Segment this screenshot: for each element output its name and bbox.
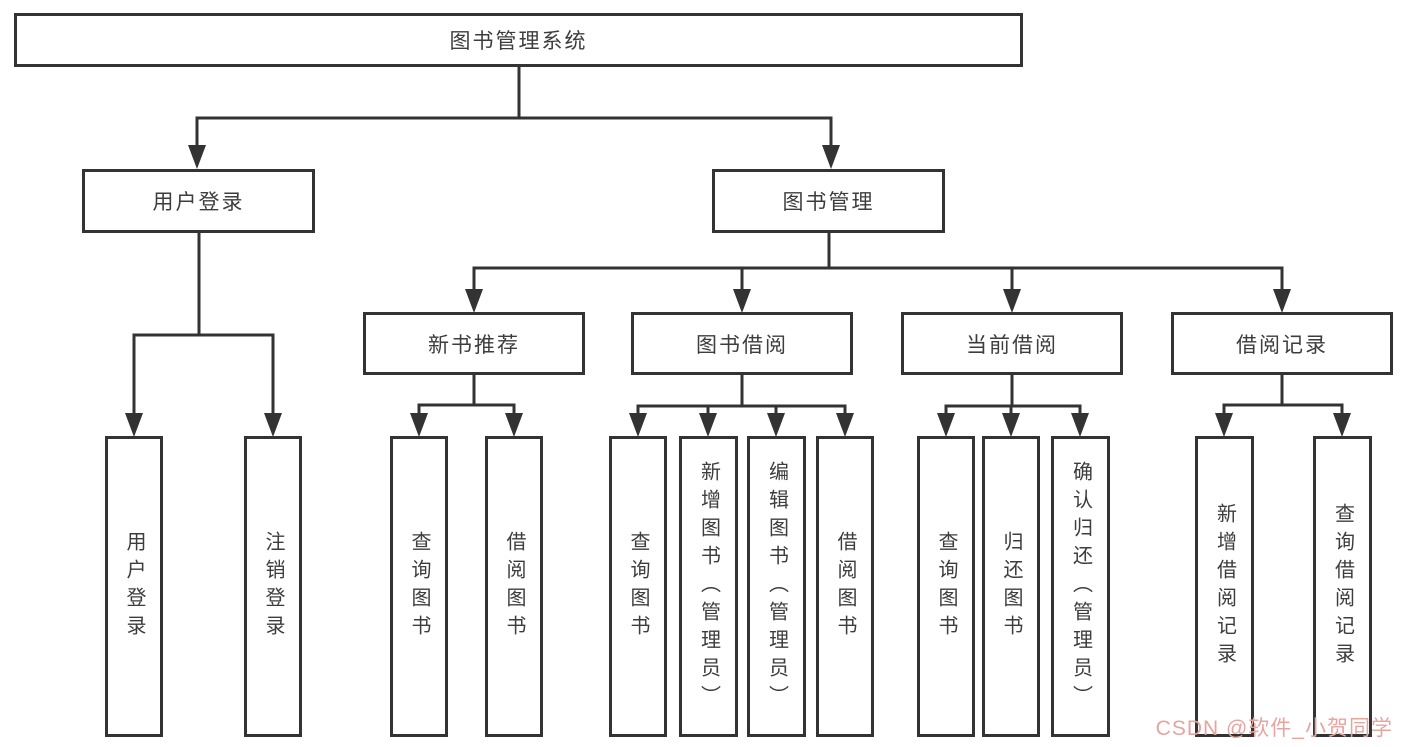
leaf-user-login: 用户登录 — [105, 436, 163, 737]
node-root-label: 图书管理系统 — [449, 30, 588, 53]
arrowhead-down-icon — [465, 289, 483, 313]
arrowhead-down-icon — [1273, 289, 1291, 313]
arrowhead-down-icon — [937, 413, 955, 437]
connector-current-borrow — [937, 375, 1089, 437]
arrowhead-down-icon — [1333, 413, 1351, 437]
leaf-query-borrow-record: 查询借阅记录 — [1313, 436, 1372, 737]
leaf-return-books: 归还图书 — [982, 436, 1040, 737]
node-current-borrowing-label: 当前借阅 — [966, 333, 1058, 357]
leaf-borrow-books-recommend: 借阅图书 — [485, 436, 543, 737]
leaf-add-book-admin: 新增图书（管理员） — [679, 436, 738, 737]
node-book-management-label: 图书管理 — [782, 191, 875, 214]
arrowhead-down-icon — [1071, 413, 1089, 437]
node-new-book-recommendation: 新书推荐 — [363, 312, 585, 375]
watermark: CSDN @软件_小贺同学 — [1155, 717, 1393, 740]
node-borrowing-records: 借阅记录 — [1171, 312, 1393, 375]
node-root: 图书管理系统 — [14, 13, 1023, 67]
arrowhead-down-icon — [125, 413, 143, 437]
connector-user-login — [125, 233, 282, 437]
node-new-book-recommendation-label: 新书推荐 — [428, 333, 520, 357]
connector-root — [188, 67, 840, 169]
arrowhead-down-icon — [1003, 289, 1021, 313]
connector-book-borrowing — [629, 375, 854, 437]
arrowhead-down-icon — [1215, 413, 1233, 437]
leaf-add-borrow-record: 新增借阅记录 — [1195, 436, 1254, 737]
arrowhead-down-icon — [1002, 413, 1020, 437]
arrowhead-down-icon — [629, 413, 647, 437]
leaf-query-books-borrowing: 查询图书 — [609, 436, 667, 737]
leaf-query-books-current: 查询图书 — [917, 436, 975, 737]
arrowhead-down-icon — [836, 413, 854, 437]
arrowhead-down-icon — [822, 145, 840, 169]
leaf-query-books-recommend: 查询图书 — [390, 436, 448, 737]
leaf-confirm-return-admin: 确认归还（管理员） — [1051, 436, 1110, 737]
node-book-management: 图书管理 — [712, 169, 945, 233]
node-borrowing-records-label: 借阅记录 — [1236, 333, 1328, 357]
leaf-edit-book-admin: 编辑图书（管理员） — [747, 436, 806, 737]
node-book-borrowing: 图书借阅 — [631, 312, 853, 375]
connector-recommendation — [410, 375, 523, 437]
arrowhead-down-icon — [699, 413, 717, 437]
arrowhead-down-icon — [264, 413, 282, 437]
arrowhead-down-icon — [188, 145, 206, 169]
leaf-borrow-books-borrowing: 借阅图书 — [816, 436, 874, 737]
arrowhead-down-icon — [733, 289, 751, 313]
arrowhead-down-icon — [410, 413, 428, 437]
connector-borrow-records — [1215, 375, 1351, 437]
arrowhead-down-icon — [767, 413, 785, 437]
node-book-borrowing-label: 图书借阅 — [696, 333, 788, 357]
node-current-borrowing: 当前借阅 — [901, 312, 1123, 375]
node-user-login: 用户登录 — [82, 169, 315, 233]
connector-book-management — [465, 233, 1291, 313]
leaf-logout: 注销登录 — [244, 436, 302, 737]
node-user-login-label: 用户登录 — [152, 191, 245, 214]
arrowhead-down-icon — [505, 413, 523, 437]
